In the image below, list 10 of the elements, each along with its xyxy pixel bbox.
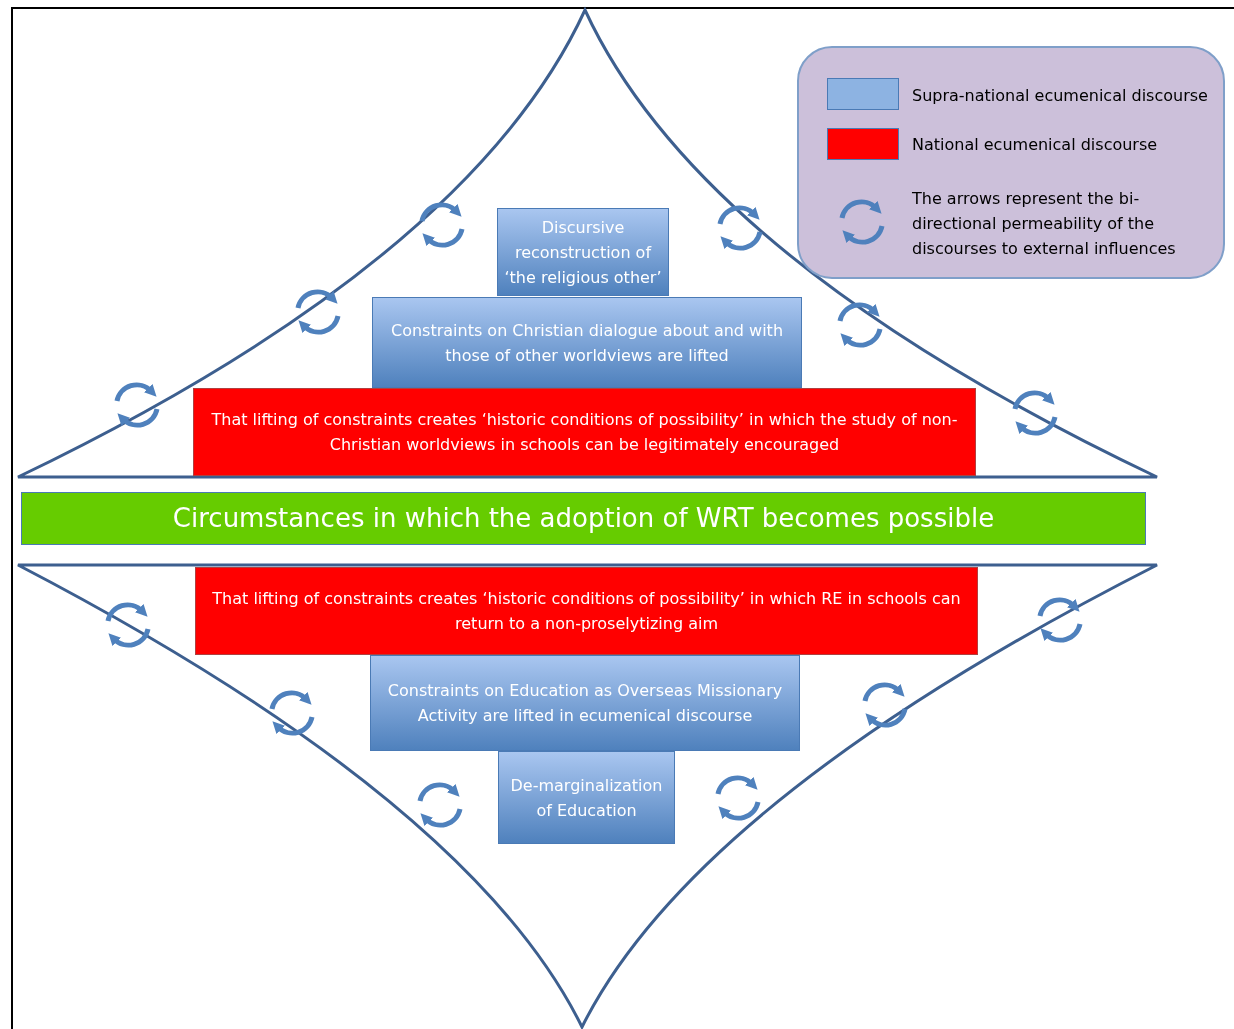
discourse-box: Discursive reconstruction of ‘the religious other’: [497, 208, 669, 296]
legend-text: The arrows represent the bi-directional permeability of the discourses to external influences: [912, 188, 1177, 260]
discourse-box: That lifting of constraints creates ‘historic conditions of possibility’ in which RE in schools can return to a non-proselytizing aim: [195, 567, 978, 655]
discourse-box: Constraints on Education as Overseas Missionary Activity are lifted in ecumenical discourse: [370, 655, 800, 751]
discourse-box: De-marginalization of Education: [498, 751, 675, 844]
discourse-box: Constraints on Christian dialogue about and with those of other worldviews are lifted: [372, 297, 802, 388]
legend-text: National ecumenical discourse: [912, 134, 1159, 156]
discourse-box: That lifting of constraints creates ‘historic conditions of possibility’ in which the study of non-Christian worldviews in schools can be legitimately encouraged: [193, 388, 976, 476]
banner: Circumstances in which the adoption of WRT becomes possible: [21, 492, 1146, 545]
legend-text: Supra-national ecumenical discourse: [912, 85, 1209, 107]
